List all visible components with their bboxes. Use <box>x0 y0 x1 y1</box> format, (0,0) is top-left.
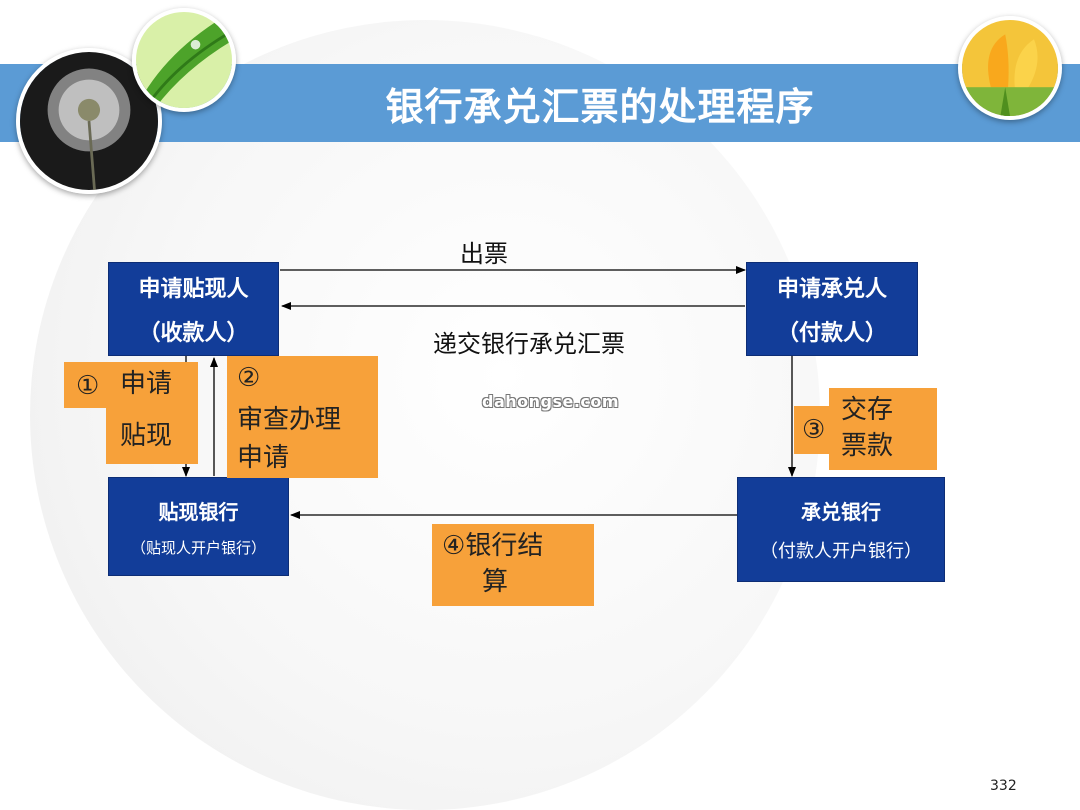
step3-note: 交存 票款 <box>829 388 937 470</box>
note-line: 贴现 <box>120 421 173 451</box>
note-text: 银行结 <box>465 531 544 561</box>
note-line-2: 算 <box>482 567 509 597</box>
step1-note: 申请 贴现 <box>106 362 198 464</box>
slide-title: 银行承兑汇票的处理程序 <box>385 84 815 129</box>
note-line: 申请 <box>120 369 173 399</box>
node-label: 申请承兑人 <box>776 277 887 302</box>
node-applicant-acceptance: 申请承兑人 （付款人） <box>746 262 918 356</box>
tulip-photo <box>958 16 1062 120</box>
step1-number: ① <box>64 362 106 408</box>
note-line-1: ④银行结 <box>442 528 594 564</box>
node-sublabel: （贴现人开户银行） <box>130 538 266 557</box>
note-number: ② <box>237 363 261 393</box>
note-line: 票款 <box>841 431 894 461</box>
node-acceptance-bank: 承兑银行 （付款人开户银行） <box>737 477 945 582</box>
step4-note: ④银行结 算 <box>432 524 594 606</box>
step3-number: ③ <box>794 406 834 454</box>
note-number: ④ <box>442 531 466 561</box>
node-label: 贴现银行 <box>158 499 239 524</box>
edge-label-issue: 出票 <box>460 240 508 268</box>
watermark: dahongse.com <box>482 392 620 411</box>
edge-label-deliver: 递交银行承兑汇票 <box>433 330 625 358</box>
note-line: 申请 <box>237 443 290 473</box>
note-line: 交存 <box>841 395 894 425</box>
page-number: 332 <box>990 778 1017 794</box>
node-applicant-discount: 申请贴现人 （收款人） <box>108 262 279 356</box>
leaf-photo <box>132 8 236 112</box>
node-sublabel: （付款人） <box>776 321 887 346</box>
node-sublabel: （收款人） <box>138 321 249 346</box>
node-discount-bank: 贴现银行 （贴现人开户银行） <box>108 477 289 576</box>
node-label: 承兑银行 <box>801 500 881 524</box>
note-line: 审查办理 <box>237 405 342 435</box>
node-label: 申请贴现人 <box>138 277 249 302</box>
node-sublabel: （付款人开户银行） <box>760 541 922 562</box>
step2-note: ② 审查办理 申请 <box>227 356 378 478</box>
